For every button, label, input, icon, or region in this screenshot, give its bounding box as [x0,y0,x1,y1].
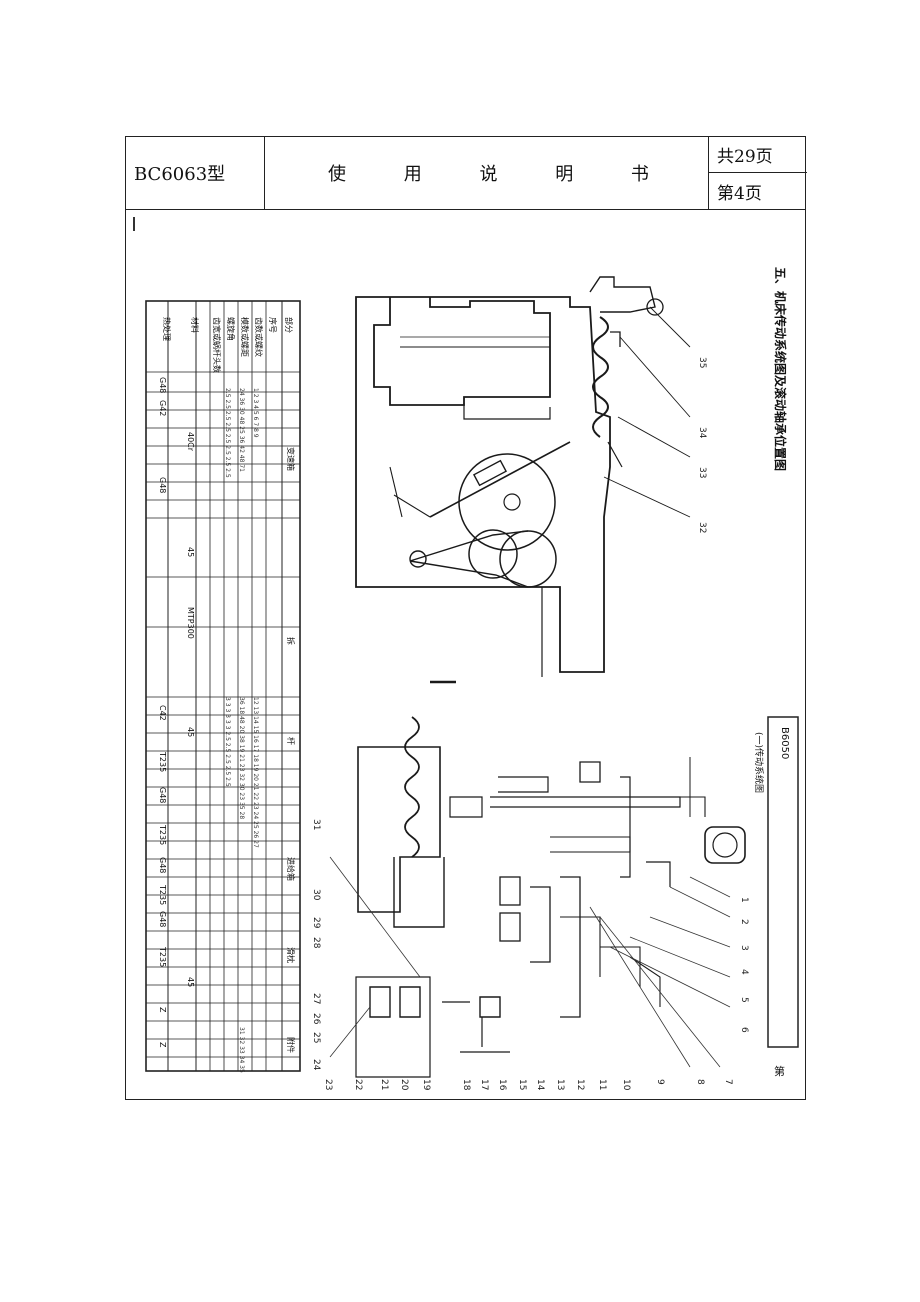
col-header-teeth: 齿数或螺纹 [254,317,264,357]
transmission-diagram: 1 2 3 4 5 6 7 8 9 24 36 30 48 25 36 42 4… [133,217,799,1091]
group-gan: 杆 [286,737,296,745]
callout-35: 35 [697,357,707,368]
callout-9: 9 [655,1079,665,1085]
col-header-helix: 螺旋角 [226,317,236,341]
callout-15: 15 [517,1079,527,1090]
callout-31: 31 [311,819,321,830]
material-45-c: 45 [186,977,195,987]
heat-c42: C42 [158,705,167,721]
callout-21: 21 [379,1079,389,1090]
col-header-part: 部分 [284,317,294,333]
callout-1: 1 [739,897,749,903]
upper-callouts: 35 34 33 32 [697,357,707,533]
section-title: 五、机床传动系统图及滚动轴承位置图 [773,267,788,471]
heat-g48-d: G48 [158,857,167,873]
callout-26: 26 [311,1013,321,1025]
heat-g42: G42 [158,400,167,416]
callout-10: 10 [621,1079,631,1091]
callout-4: 4 [739,969,749,975]
svg-text:12 13 14 15 16 17 18 19 20 21: 12 13 14 15 16 17 18 19 20 21 22 23 24 2… [252,697,259,848]
callout-3: 3 [739,945,749,951]
heat-t235-c: T235 [158,884,167,905]
callout-29: 29 [311,917,321,929]
group-chai: 拆 [286,637,296,645]
svg-text:31 32 33 34 35: 31 32 33 34 35 [238,1027,245,1073]
callout-12: 12 [575,1079,585,1090]
material-45-b: 45 [186,727,195,737]
callout-33: 33 [697,467,707,478]
callout-13: 13 [555,1079,565,1090]
group-gearbox: 变速箱 [286,447,296,471]
col-header-seq: 序号 [268,317,278,333]
gear-parameter-table: 1 2 3 4 5 6 7 8 9 24 36 30 48 25 36 42 4… [145,300,301,1073]
heat-g48-b: G48 [158,477,167,493]
callout-28: 28 [311,937,321,949]
group-feedbox: 进给箱 [286,857,296,881]
callout-27: 27 [311,993,321,1004]
heat-t235-b: T235 [158,824,167,845]
heat-t235-a: T235 [158,751,167,772]
svg-text:1 2 3 4 5 6 7 8 9: 1 2 3 4 5 6 7 8 9 [252,388,259,438]
callout-2: 2 [739,919,749,925]
svg-text:24 36 30 48 25 36 42 48 71: 24 36 30 48 25 36 42 48 71 [238,388,245,472]
heat-g48-c: G48 [158,787,167,803]
callout-17: 17 [479,1079,489,1090]
callout-7: 7 [723,1079,733,1085]
footer-mark: 第 [774,1064,785,1078]
callout-19: 19 [421,1079,431,1091]
callout-20: 20 [399,1079,409,1091]
col-header-module: 模数或螺距 [240,317,250,357]
current-page: 第4页 [717,183,762,204]
lower-callouts: 31 30 29 28 27 26 25 24 23 22 21 20 19 1… [311,819,749,1091]
callout-16: 16 [497,1079,507,1091]
material-45-a: 45 [186,547,195,557]
group-accessory: 附件 [286,1037,296,1053]
figure-subcaption: (一)传动系统图 [753,732,765,793]
caption-box: B6050 (一)传动系统图 第 [753,716,799,1078]
col-header-width: 齿宽或蜗杆头数 [212,317,222,373]
callout-11: 11 [597,1079,607,1090]
svg-text:36 18 48 20 38 19 21 23 32 30: 36 18 48 20 38 19 21 23 32 30 23 35 28 [238,697,245,819]
callout-24: 24 [311,1059,321,1071]
callout-14: 14 [535,1079,545,1091]
heat-z-a: Z [158,1007,167,1013]
material-mtp300: MTP300 [186,607,195,639]
material-40cr: 40Cr [186,432,195,452]
figure-code: B6050 [779,727,790,759]
callout-18: 18 [461,1079,471,1091]
callout-6: 6 [739,1027,749,1033]
callout-32: 32 [697,522,707,533]
model-cell: BC6063型 [126,137,265,209]
heat-t235-d: T235 [158,946,167,967]
callout-25: 25 [311,1032,321,1043]
total-pages: 共29页 [709,137,807,173]
callout-23: 23 [323,1079,333,1090]
callout-22: 22 [353,1079,363,1090]
callout-5: 5 [739,997,749,1003]
page-frame: BC6063型 使 用 说 明 书 共29页 第4页 [125,136,807,1100]
callout-8: 8 [695,1079,705,1085]
group-ram: 滑枕 [286,947,296,963]
col-header-heat: 热处理 [162,317,172,341]
machine-lower-drawing [355,716,746,1078]
callout-34: 34 [697,427,707,439]
machine-upper-drawing [355,276,691,684]
col-header-material: 材料 [190,317,200,333]
doc-title: 使 用 说 明 书 [265,137,709,209]
svg-text:3 3 3 3 3 3 2.5 2.5 2.5 2.5 2.: 3 3 3 3 3 3 2.5 2.5 2.5 2.5 2.5 [224,697,231,787]
svg-text:2.5 2.5 2.5 2.5 2.5 2.5 2.5 2.: 2.5 2.5 2.5 2.5 2.5 2.5 2.5 2.5 [224,388,231,478]
heat-z-b: Z [158,1042,167,1048]
callout-30: 30 [311,889,321,901]
heat-g48-e: G48 [158,911,167,927]
callout-leaders [329,856,731,1068]
heat-g48-a: G48 [158,377,167,393]
header-table: BC6063型 使 用 说 明 书 共29页 第4页 [126,137,807,210]
